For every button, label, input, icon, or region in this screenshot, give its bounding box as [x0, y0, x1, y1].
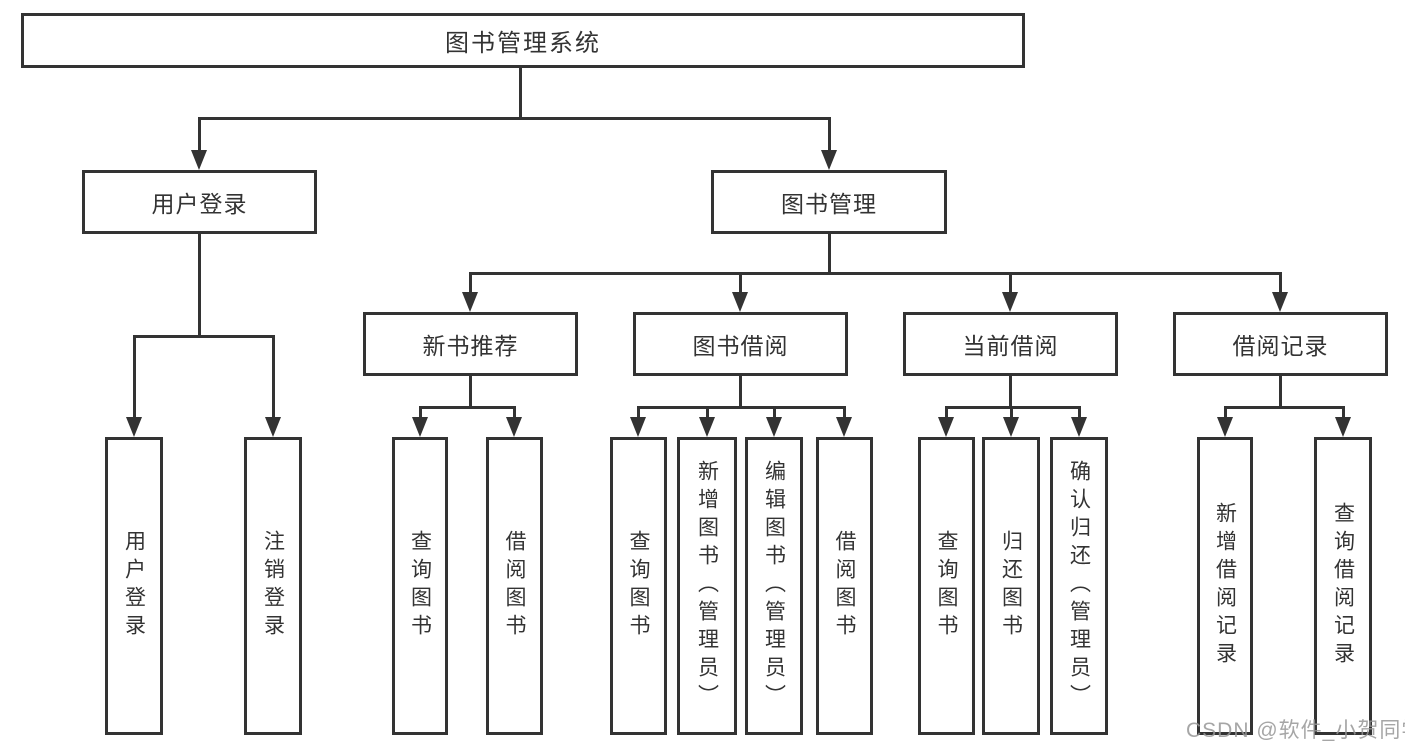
connector-mgmt-stem	[828, 234, 831, 274]
leaf-records-query-record: 查询借阅记录	[1314, 437, 1372, 735]
node-borrow-records-label: 借阅记录	[1232, 333, 1329, 359]
node-user-login: 用户登录	[82, 170, 317, 234]
leaf-borrow-add-books-admin: 新增图书（管理员）	[677, 437, 737, 735]
csdn-watermark: CSDN @软件_小贺同学	[1186, 719, 1405, 742]
leaf-borrow-add-books-admin-label: 新增图书（管理员）	[695, 460, 719, 712]
arrowhead-current-return	[1003, 417, 1019, 437]
leaf-current-return-books-label: 归还图书	[999, 530, 1023, 642]
arrowhead-borrow-query	[630, 417, 646, 437]
connector-to-current-confirm	[1078, 406, 1081, 419]
leaf-borrow-borrow-books: 借阅图书	[816, 437, 873, 735]
connector-to-borrow-borrow	[843, 406, 846, 419]
leaf-current-query-books-label: 查询图书	[935, 530, 958, 642]
connector-to-rec-borrow	[513, 406, 516, 419]
connector-to-current-return	[1010, 406, 1013, 419]
connector-to-book-management	[828, 117, 831, 152]
connector-to-borrow	[739, 272, 742, 294]
leaf-recommend-borrow-books: 借阅图书	[486, 437, 543, 735]
connector-records-bus	[1224, 406, 1345, 409]
connector-to-rec-query	[419, 406, 422, 419]
connector-level1-bus	[198, 117, 831, 120]
leaf-current-confirm-return-admin: 确认归还（管理员）	[1050, 437, 1108, 735]
node-new-book-recommend-label: 新书推荐	[422, 333, 519, 359]
arrowhead-rec-borrow	[506, 417, 522, 437]
connector-current-stem	[1009, 376, 1012, 408]
connector-root-stem	[519, 68, 522, 119]
connector-login-bus	[133, 335, 275, 338]
arrowhead-records-query	[1335, 417, 1351, 437]
leaf-user-login: 用户登录	[105, 437, 163, 735]
connector-to-records	[1279, 272, 1282, 294]
node-book-management: 图书管理	[711, 170, 947, 234]
leaf-current-return-books: 归还图书	[982, 437, 1040, 735]
leaf-borrow-edit-books-admin: 编辑图书（管理员）	[745, 437, 803, 735]
node-current-borrow: 当前借阅	[903, 312, 1118, 376]
arrowhead-leaf-logout	[265, 417, 281, 437]
leaf-user-login-label: 用户登录	[122, 530, 146, 642]
arrowhead-current	[1002, 292, 1018, 312]
connector-borrow-stem	[739, 376, 742, 408]
connector-level2-bus	[469, 272, 1282, 275]
arrowhead-borrow	[732, 292, 748, 312]
node-new-book-recommend: 新书推荐	[363, 312, 578, 376]
leaf-logout-label: 注销登录	[261, 530, 285, 642]
node-borrow-records: 借阅记录	[1173, 312, 1388, 376]
leaf-borrow-query-books: 查询图书	[610, 437, 667, 735]
arrowhead-borrow-add	[699, 417, 715, 437]
node-user-login-label: 用户登录	[151, 191, 248, 217]
node-book-management-label: 图书管理	[781, 191, 877, 217]
connector-to-borrow-query	[637, 406, 640, 419]
connector-to-current-query	[945, 406, 948, 419]
arrowhead-current-confirm	[1071, 417, 1087, 437]
node-root-label: 图书管理系统	[445, 30, 601, 57]
connector-to-borrow-edit	[773, 406, 776, 419]
connector-login-stem	[198, 234, 201, 337]
arrowhead-book-management	[821, 150, 837, 170]
leaf-borrow-edit-books-admin-label: 编辑图书（管理员）	[762, 460, 786, 712]
arrowhead-recommend	[462, 292, 478, 312]
connector-to-current	[1009, 272, 1012, 294]
node-root-system: 图书管理系统	[21, 13, 1025, 68]
connector-borrow-bus	[637, 406, 845, 409]
node-book-borrow: 图书借阅	[633, 312, 848, 376]
leaf-borrow-query-books-label: 查询图书	[627, 530, 650, 642]
arrowhead-records-add	[1217, 417, 1233, 437]
node-current-borrow-label: 当前借阅	[962, 333, 1059, 359]
leaf-recommend-query-books: 查询图书	[392, 437, 448, 735]
connector-to-leaf-login	[133, 335, 136, 419]
connector-recommend-bus	[419, 406, 516, 409]
leaf-recommend-borrow-books-label: 借阅图书	[503, 530, 526, 642]
connector-current-bus	[945, 406, 1081, 409]
connector-to-records-query	[1342, 406, 1345, 419]
leaf-records-query-record-label: 查询借阅记录	[1331, 502, 1355, 670]
leaf-recommend-query-books-label: 查询图书	[408, 530, 432, 642]
leaf-current-query-books: 查询图书	[918, 437, 975, 735]
arrowhead-current-query	[938, 417, 954, 437]
connector-to-borrow-add	[706, 406, 709, 419]
arrowhead-borrow-edit	[766, 417, 782, 437]
connector-to-records-add	[1224, 406, 1227, 419]
leaf-records-add-record: 新增借阅记录	[1197, 437, 1253, 735]
node-book-borrow-label: 图书借阅	[692, 333, 789, 359]
arrowhead-borrow-borrow	[836, 417, 852, 437]
connector-recommend-stem	[469, 376, 472, 408]
leaf-current-confirm-return-admin-label: 确认归还（管理员）	[1067, 460, 1091, 712]
arrowhead-leaf-login	[126, 417, 142, 437]
leaf-records-add-record-label: 新增借阅记录	[1213, 502, 1237, 670]
leaf-logout: 注销登录	[244, 437, 302, 735]
arrowhead-records	[1272, 292, 1288, 312]
connector-to-recommend	[469, 272, 472, 294]
connector-to-leaf-logout	[272, 335, 275, 419]
connector-records-stem	[1279, 376, 1282, 408]
leaf-borrow-borrow-books-label: 借阅图书	[833, 530, 856, 642]
arrowhead-rec-query	[412, 417, 428, 437]
arrowhead-user-login	[191, 150, 207, 170]
connector-to-user-login	[198, 117, 201, 152]
